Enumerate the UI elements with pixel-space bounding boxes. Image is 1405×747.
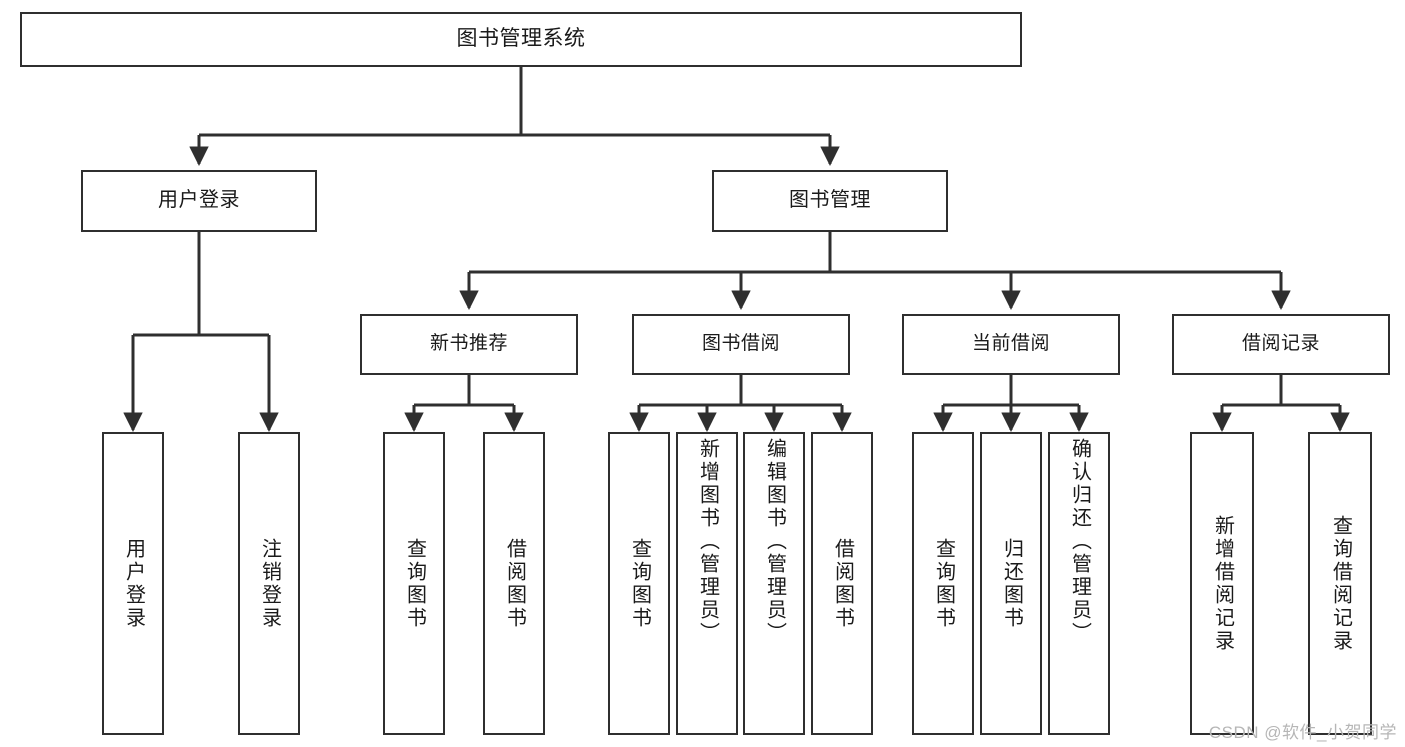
leaf-confirm-return-admin-label: 确认归还（管理员） [1068,438,1091,645]
leaf-logout-login[interactable]: 注销登录 [238,432,300,735]
node-book-manage-label: 图书管理 [789,189,871,212]
node-borrow-record[interactable]: 借阅记录 [1172,314,1390,375]
leaf-borrow-book-1-label: 借阅图书 [503,537,526,630]
leaf-confirm-return-admin[interactable]: 确认归还（管理员） [1048,432,1110,735]
leaf-edit-book-admin-label: 编辑图书（管理员） [763,438,786,645]
leaf-logout-login-label: 注销登录 [258,537,281,630]
node-user-login-label: 用户登录 [158,189,240,212]
leaf-query-borrow-record[interactable]: 查询借阅记录 [1308,432,1372,735]
node-user-login[interactable]: 用户登录 [81,170,317,232]
leaf-return-book-label: 归还图书 [1000,537,1023,630]
leaf-borrow-book-2-label: 借阅图书 [831,537,854,630]
leaf-add-book-admin-label: 新增图书（管理员） [696,438,719,645]
node-borrow-record-label: 借阅记录 [1241,333,1320,355]
watermark: CSDN @软件_小贺同学 [1208,723,1397,742]
leaf-borrow-book-1[interactable]: 借阅图书 [483,432,545,735]
leaf-return-book[interactable]: 归还图书 [980,432,1042,735]
leaf-query-borrow-record-label: 查询借阅记录 [1329,514,1352,653]
leaf-query-book-1[interactable]: 查询图书 [383,432,445,735]
node-current-borrow[interactable]: 当前借阅 [902,314,1120,375]
leaf-query-book-2-label: 查询图书 [628,537,651,630]
leaf-add-book-admin[interactable]: 新增图书（管理员） [676,432,738,735]
node-root-label: 图书管理系统 [456,27,586,51]
node-book-manage[interactable]: 图书管理 [712,170,948,232]
node-new-book-recommend-label: 新书推荐 [429,333,508,355]
leaf-add-borrow-record[interactable]: 新增借阅记录 [1190,432,1254,735]
leaf-query-book-3[interactable]: 查询图书 [912,432,974,735]
node-new-book-recommend[interactable]: 新书推荐 [360,314,578,375]
node-root[interactable]: 图书管理系统 [20,12,1022,67]
leaf-query-book-1-label: 查询图书 [403,537,426,630]
leaf-user-login-label: 用户登录 [122,537,145,630]
leaf-add-borrow-record-label: 新增借阅记录 [1211,514,1234,653]
leaf-user-login[interactable]: 用户登录 [102,432,164,735]
node-book-borrow[interactable]: 图书借阅 [632,314,850,375]
leaf-borrow-book-2[interactable]: 借阅图书 [811,432,873,735]
leaf-query-book-2[interactable]: 查询图书 [608,432,670,735]
node-current-borrow-label: 当前借阅 [971,333,1050,355]
leaf-query-book-3-label: 查询图书 [932,537,955,630]
leaf-edit-book-admin[interactable]: 编辑图书（管理员） [743,432,805,735]
node-book-borrow-label: 图书借阅 [701,333,780,355]
